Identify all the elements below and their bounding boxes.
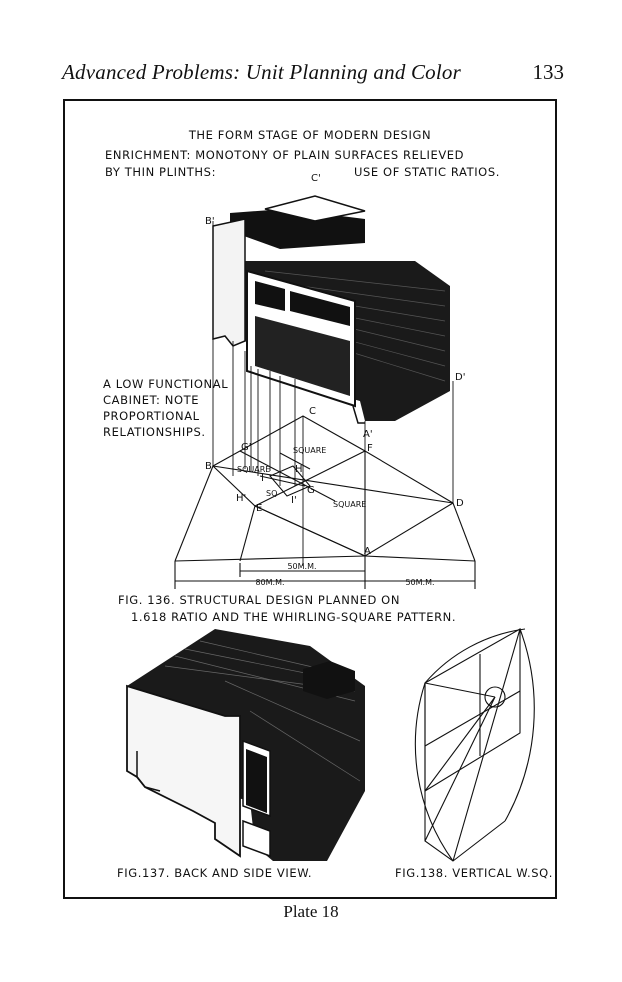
side-note-line3: PROPORTIONAL — [103, 409, 200, 423]
fig136-projection-lines — [212, 221, 454, 566]
fig136-cabinet — [212, 195, 450, 424]
pt-h: H — [295, 464, 303, 475]
region-sq: SQ — [266, 489, 277, 498]
pt-e: E — [256, 503, 262, 514]
pt-a-prime: A' — [363, 429, 373, 440]
pt-i-prime: I' — [291, 495, 297, 506]
pt-g-prime: G' — [241, 442, 252, 453]
plate-caption: Plate 18 — [283, 902, 339, 921]
dim-50mm-inner: 50M.M. — [287, 562, 316, 571]
pt-g: G — [307, 485, 315, 496]
side-note-line4: RELATIONSHIPS. — [103, 425, 206, 439]
fig136-caption-line2: 1.618 RATIO AND THE WHIRLING-SQUARE PATT… — [131, 610, 456, 624]
side-note-line2: CABINET: NOTE — [103, 393, 199, 407]
fig136-caption-line1: FIG. 136. STRUCTURAL DESIGN PLANNED ON — [118, 593, 400, 607]
pt-b: B — [205, 461, 212, 472]
fig137-cabinet — [126, 629, 365, 861]
pt-i: I — [261, 473, 264, 484]
region-square-upper: SQUARE — [293, 446, 326, 455]
plate-title: THE FORM STAGE OF MODERN DESIGN — [188, 128, 431, 142]
plate-subtitle-line1: ENRICHMENT: MONOTONY OF PLAIN SURFACES R… — [105, 148, 464, 162]
page-number: 133 — [532, 60, 565, 84]
pt-b-prime: B' — [205, 216, 215, 227]
fig136-plan-diagram — [174, 415, 476, 589]
pt-c: C — [309, 406, 316, 417]
pt-f: F — [367, 443, 373, 454]
fig138-caption: FIG.138. VERTICAL W.SQ. — [395, 866, 553, 880]
pt-h-prime: H' — [236, 493, 246, 504]
dim-50mm-right: 50M.M. — [405, 578, 434, 587]
plate-frame: THE FORM STAGE OF MODERN DESIGN ENRICHME… — [63, 99, 557, 899]
plate-subtitle-line2b: USE OF STATIC RATIOS. — [354, 165, 500, 179]
pt-d-prime: D' — [455, 372, 465, 383]
plate-drawing: THE FORM STAGE OF MODERN DESIGN ENRICHME… — [103, 128, 553, 880]
region-square-left: SQUARE — [237, 465, 270, 474]
pt-c-prime: C' — [311, 173, 321, 184]
running-head-title: Advanced Problems: Unit Planning and Col… — [62, 60, 461, 84]
region-square-right: SQUARE — [333, 500, 366, 509]
fig138-diagram — [414, 628, 535, 862]
plate-subtitle-line2a: BY THIN PLINTHS: — [105, 165, 216, 179]
pt-a: A — [364, 546, 371, 557]
pt-d: D — [456, 498, 464, 509]
dim-80mm: 80M.M. — [255, 578, 284, 587]
side-note-line1: A LOW FUNCTIONAL — [103, 377, 228, 391]
fig137-caption: FIG.137. BACK AND SIDE VIEW. — [117, 866, 312, 880]
